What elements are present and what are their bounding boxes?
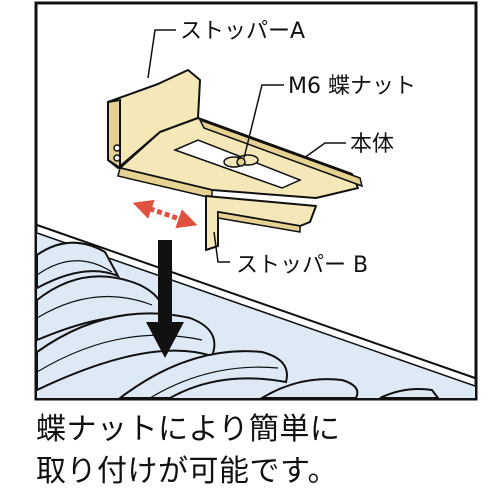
adjust-arrow-icon [132, 199, 198, 229]
rivet-icon [113, 144, 121, 152]
wing-nut-icon [223, 154, 259, 168]
leader-wing-nut [243, 84, 284, 159]
stopper-b-edge [217, 211, 301, 233]
leader-stopper-b [213, 231, 230, 263]
roller-conveyor [36, 224, 476, 399]
conveyor-base [37, 232, 475, 398]
label-body: 本体 [350, 132, 394, 157]
conveyor-roller [379, 388, 440, 399]
stopper-assembly [107, 69, 364, 251]
label-stopper-a: ストッパーA [180, 19, 305, 44]
leader-stopper-a [147, 29, 176, 79]
conveyor-rail-inner [36, 232, 476, 387]
conveyor-roller [36, 241, 121, 290]
caption-line-2: 取り付けが可能です。 [36, 454, 338, 489]
down-arrow-icon [146, 240, 184, 358]
caption-line-1: 蝶ナットにより簡単に [36, 412, 341, 447]
leader-body [303, 142, 346, 159]
conveyor-rail [36, 224, 476, 379]
conveyor-roller [258, 378, 359, 399]
label-stopper-b: ストッパー B [236, 253, 368, 278]
rivet-icon [113, 154, 121, 162]
body-rail [198, 118, 364, 188]
label-wing-nut: M6 蝶ナット [288, 74, 416, 99]
conveyor-roller [117, 350, 288, 399]
